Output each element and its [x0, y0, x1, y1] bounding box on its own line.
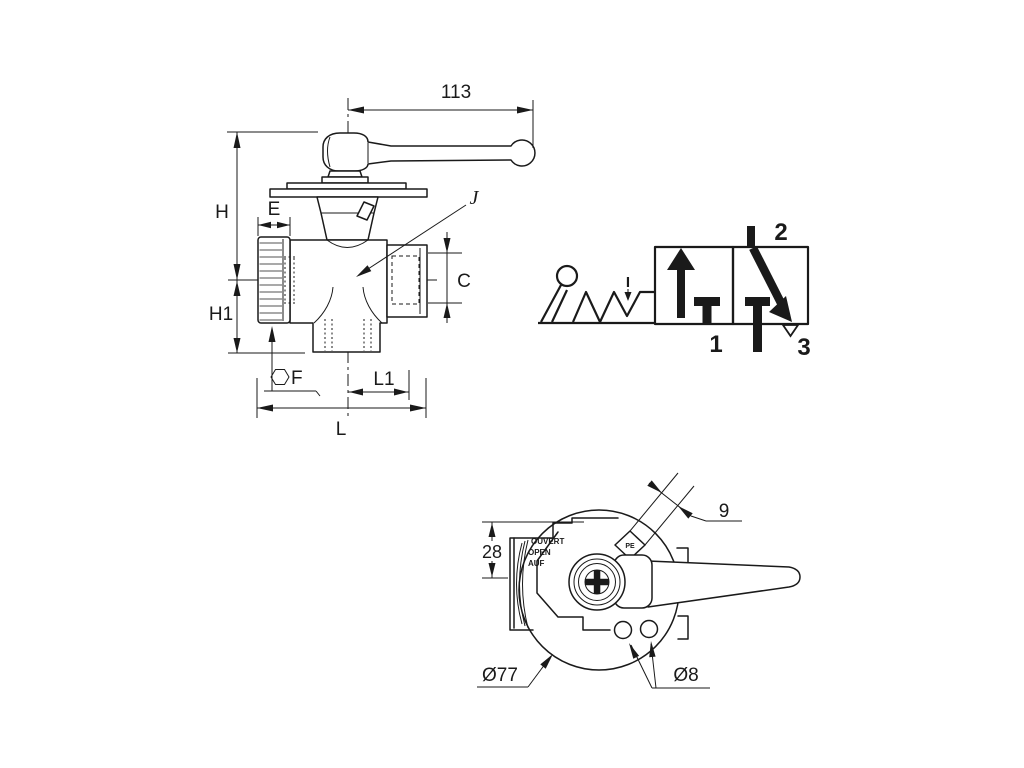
dimension-d8: Ø8 — [629, 641, 710, 689]
dimension-H1: H1 — [209, 280, 305, 354]
front-view: 113 H E H1 — [209, 82, 536, 440]
port-2-label: 2 — [774, 219, 787, 246]
label-J-text: J — [470, 187, 480, 209]
pe-label: PE — [625, 543, 635, 550]
dimension-hexF: F — [264, 326, 321, 397]
dim-9-label: 9 — [719, 501, 730, 522]
mounting-plate-outline — [509, 517, 619, 631]
dim-L-label: L — [336, 419, 347, 440]
dim-H1-label: H1 — [209, 304, 233, 325]
port-1-label: 1 — [709, 331, 722, 358]
dim-H-label: H — [215, 202, 229, 223]
dim-F-label: F — [291, 368, 303, 389]
open-label-de: AUF — [528, 559, 545, 568]
blocked-port-right-icon — [745, 297, 770, 352]
valve-body — [289, 239, 388, 353]
center-screw — [568, 553, 626, 611]
port-3-label: 3 — [797, 334, 810, 361]
plate-tab-bottom — [677, 615, 689, 640]
lever-arm — [540, 284, 562, 323]
exhaust-triangle-icon — [781, 324, 800, 338]
dimension-C: C — [428, 232, 471, 323]
open-label-fr: OUVERT — [531, 537, 564, 546]
open-label-en: OPEN — [528, 548, 551, 557]
valve-handle — [322, 132, 536, 172]
phillips-cross-icon — [585, 570, 609, 594]
dim-E-label: E — [268, 199, 281, 220]
dimension-H: H — [215, 131, 318, 280]
bottom-view: PE 9 28 OUVERT OPEN AUF — [477, 472, 801, 689]
dimension-113: 113 — [348, 82, 534, 148]
detent-position-mark: I — [626, 274, 630, 291]
port-2-line — [747, 226, 755, 247]
dim-d77-label: Ø77 — [482, 665, 518, 686]
dimension-28: 28 — [477, 521, 584, 579]
dimension-d77: Ø77 — [477, 654, 553, 688]
detent-zigzag — [571, 290, 656, 324]
hexagon-icon — [270, 369, 290, 385]
label-J: J — [356, 187, 480, 277]
valve-right-port — [386, 244, 428, 318]
dimension-L: L — [256, 378, 427, 440]
valve-union-nut — [257, 236, 295, 324]
lever-detent-actuator: I — [538, 264, 656, 325]
lever-knob-icon — [555, 264, 579, 288]
dim-113-label: 113 — [441, 82, 471, 103]
flow-up-arrow-icon — [667, 248, 695, 318]
mounting-hole-left — [613, 620, 633, 640]
dim-L1-label: L1 — [373, 369, 394, 390]
valve-bonnet — [316, 196, 379, 241]
blocked-port-left-icon — [694, 297, 720, 324]
schematic-left-box — [653, 245, 735, 326]
detent-position-arrow-icon — [624, 292, 632, 301]
schematic-right-box — [731, 245, 810, 326]
dimension-L1: L1 — [348, 369, 410, 400]
dim-d8-label: Ø8 — [673, 665, 698, 686]
flow-diagonal-arrow-icon — [749, 246, 792, 322]
dim-28-label: 28 — [482, 542, 502, 562]
dimension-9: 9 — [629, 472, 742, 546]
open-position-label: OUVERT OPEN AUF — [528, 537, 564, 568]
handle-top-view — [647, 560, 801, 608]
mounting-hole-right — [639, 619, 659, 639]
dim-C-label: C — [457, 271, 471, 292]
dimension-E: E — [257, 199, 291, 236]
schematic-symbol: I 1 2 3 — [538, 219, 811, 361]
bonnet-chamfer-tab — [356, 201, 375, 221]
valve-stem-flange — [269, 170, 428, 198]
